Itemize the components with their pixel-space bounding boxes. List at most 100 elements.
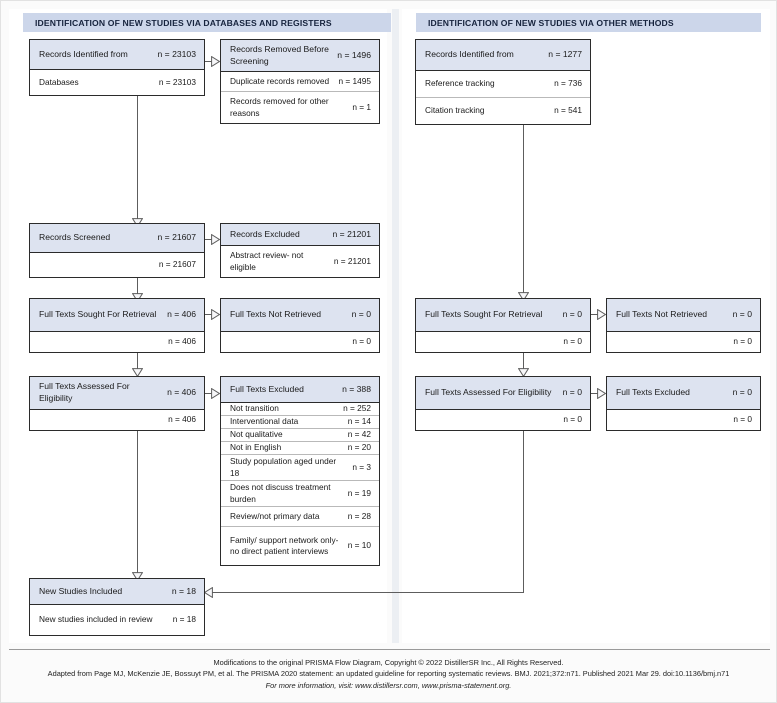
right-section-header-label: IDENTIFICATION OF NEW STUDIES VIA OTHER …	[428, 17, 674, 28]
box-sub-count: n = 0	[563, 336, 582, 347]
box-head-row: New Studies Included n = 18	[30, 579, 204, 605]
box-sub-row: Databases n = 23103	[30, 70, 204, 95]
connector-right-to-included	[211, 592, 524, 594]
box-sub-count: n = 28	[347, 510, 371, 521]
box-sub-count: n = 1	[352, 102, 371, 113]
arrowhead-down-sought	[132, 293, 143, 302]
box-full-texts-assessed-left[interactable]: Full Texts Assessed For Eligibility n = …	[29, 376, 205, 431]
box-records-screened[interactable]: Records Screened n = 21607 n = 21607	[29, 223, 205, 278]
box-sub-count: n = 0	[563, 414, 582, 425]
box-new-studies-included[interactable]: New Studies Included n = 18 New studies …	[29, 578, 205, 636]
box-sub-count: n = 0	[733, 336, 752, 347]
box-head-label: Full Texts Not Retrieved	[230, 309, 322, 320]
box-sub-count: n = 406	[168, 414, 196, 425]
connector-right-assessed-to-excluded	[590, 393, 599, 395]
box-head-row: Full Texts Assessed For Eligibility n = …	[30, 377, 204, 410]
box-head-label: Records Removed Before Screening	[230, 43, 329, 66]
connector-right-assessed-down	[523, 413, 525, 593]
box-sub-label: Citation tracking	[425, 105, 485, 116]
box-sub-row: Interventional data n = 14	[221, 416, 379, 429]
box-head-label: Full Texts Excluded	[616, 387, 690, 398]
connector-left-screened-to-excluded	[204, 239, 213, 241]
box-head-count: n = 0	[562, 387, 582, 398]
box-head-row: Full Texts Not Retrieved n = 0	[607, 299, 760, 332]
connector-left-identified-to-screened	[137, 96, 139, 224]
box-head-count: n = 21607	[157, 232, 196, 243]
arrowhead-right-not-retrieved	[211, 309, 220, 320]
box-sub-row: Review/not primary data n = 28	[221, 507, 379, 527]
box-head-row: Records Excluded n = 21201	[221, 224, 379, 247]
box-sub-row: n = 406	[30, 332, 204, 352]
box-full-texts-assessed-right[interactable]: Full Texts Assessed For Eligibility n = …	[415, 376, 591, 431]
box-head-label: Full Texts Excluded	[230, 383, 304, 394]
box-sub-label: Databases	[39, 76, 79, 87]
footer-divider	[9, 649, 770, 650]
footer-line-2: Adapted from Page MJ, McKenzie JE, Bossu…	[47, 669, 730, 679]
box-sub-label: Study population aged under 18	[230, 456, 337, 478]
box-head-count: n = 23103	[157, 48, 196, 59]
box-sub-row: Not in English n = 20	[221, 442, 379, 455]
arrowhead-down-new-studies-included	[132, 572, 143, 581]
box-sub-count: n = 14	[347, 416, 371, 427]
box-sub-label: Not transition	[230, 403, 279, 414]
box-head-count: n = 0	[732, 387, 752, 398]
connector-right-sought-to-assessed	[523, 353, 525, 374]
box-full-texts-not-retrieved-right[interactable]: Full Texts Not Retrieved n = 0 n = 0	[606, 298, 761, 353]
box-records-identified-right[interactable]: Records Identified from n = 1277 Referen…	[415, 39, 591, 125]
box-head-row: Records Screened n = 21607	[30, 224, 204, 253]
left-section-header-label: IDENTIFICATION OF NEW STUDIES VIA DATABA…	[35, 17, 332, 28]
box-sub-row: Not transition n = 252	[221, 403, 379, 416]
box-full-texts-sought-right[interactable]: Full Texts Sought For Retrieval n = 0 n …	[415, 298, 591, 353]
box-sub-label: Reference tracking	[425, 78, 495, 89]
box-sub-label: Family/ support network only- no direct …	[230, 534, 339, 556]
box-head-row: Full Texts Not Retrieved n = 0	[221, 299, 379, 332]
box-sub-row: n = 406	[30, 410, 204, 430]
connector-left-assessed-to-included	[137, 413, 139, 578]
box-sub-row: n = 0	[221, 332, 379, 352]
box-sub-count: n = 1495	[338, 76, 371, 86]
box-head-row: Full Texts Assessed For Eligibility n = …	[416, 377, 590, 410]
box-records-identified-left[interactable]: Records Identified from n = 23103 Databa…	[29, 39, 205, 96]
box-sub-row: Abstract review- not eligible n = 21201	[221, 246, 379, 277]
box-full-texts-not-retrieved-left[interactable]: Full Texts Not Retrieved n = 0 n = 0	[220, 298, 380, 353]
box-sub-count: n = 541	[554, 105, 582, 116]
box-full-texts-excluded-left[interactable]: Full Texts Excluded n = 388 Not transiti…	[220, 376, 380, 566]
box-head-count: n = 0	[732, 309, 752, 320]
arrowhead-down-screened	[132, 218, 143, 227]
box-sub-label: Abstract review- not eligible	[230, 250, 304, 272]
box-full-texts-excluded-right[interactable]: Full Texts Excluded n = 0 n = 0	[606, 376, 761, 431]
box-head-label: Records Identified from	[425, 49, 514, 60]
box-sub-row: Does not discuss treatment burden n = 19	[221, 481, 379, 507]
box-head-count: n = 406	[167, 387, 196, 398]
box-full-texts-sought-left[interactable]: Full Texts Sought For Retrieval n = 406 …	[29, 298, 205, 353]
box-sub-label: Not in English	[230, 442, 282, 453]
box-sub-count: n = 20	[347, 442, 371, 453]
arrowhead-right-records-excluded	[211, 234, 220, 245]
box-sub-row: Citation tracking n = 541	[416, 98, 590, 124]
box-sub-count: n = 18	[172, 614, 196, 625]
box-head-count: n = 406	[167, 309, 196, 320]
connector-right-identified-to-sought	[523, 125, 525, 298]
box-records-removed[interactable]: Records Removed Before Screening n = 149…	[220, 39, 380, 124]
box-records-excluded[interactable]: Records Excluded n = 21201 Abstract revi…	[220, 223, 380, 278]
arrowhead-right-right-full-texts-excluded	[597, 388, 606, 399]
box-sub-row: Records removed for other reasons n = 1	[221, 92, 379, 124]
arrowhead-right-full-texts-excluded	[211, 388, 220, 399]
connector-left-sought-to-assessed	[137, 353, 139, 374]
box-sub-label: Does not discuss treatment burden	[230, 482, 331, 504]
box-sub-row: n = 0	[607, 332, 760, 352]
box-sub-count: n = 21201	[333, 255, 371, 266]
box-head-label: Full Texts Not Retrieved	[616, 309, 708, 320]
box-head-label: Records Excluded	[230, 228, 300, 239]
connector-left-sought-to-notretrieved	[204, 314, 213, 316]
box-head-label: Full Texts Sought For Retrieval	[39, 309, 157, 320]
box-head-label: Records Identified from	[39, 48, 128, 59]
box-sub-row: n = 21607	[30, 253, 204, 277]
box-sub-count: n = 0	[352, 336, 371, 347]
footer-credits: Modifications to the original PRISMA Flo…	[1, 657, 776, 691]
box-head-count: n = 21201	[332, 228, 371, 239]
right-section-header: IDENTIFICATION OF NEW STUDIES VIA OTHER …	[416, 13, 761, 32]
box-head-count: n = 1496	[337, 49, 371, 60]
box-sub-count: n = 736	[554, 78, 582, 89]
box-sub-row: n = 0	[607, 410, 760, 430]
